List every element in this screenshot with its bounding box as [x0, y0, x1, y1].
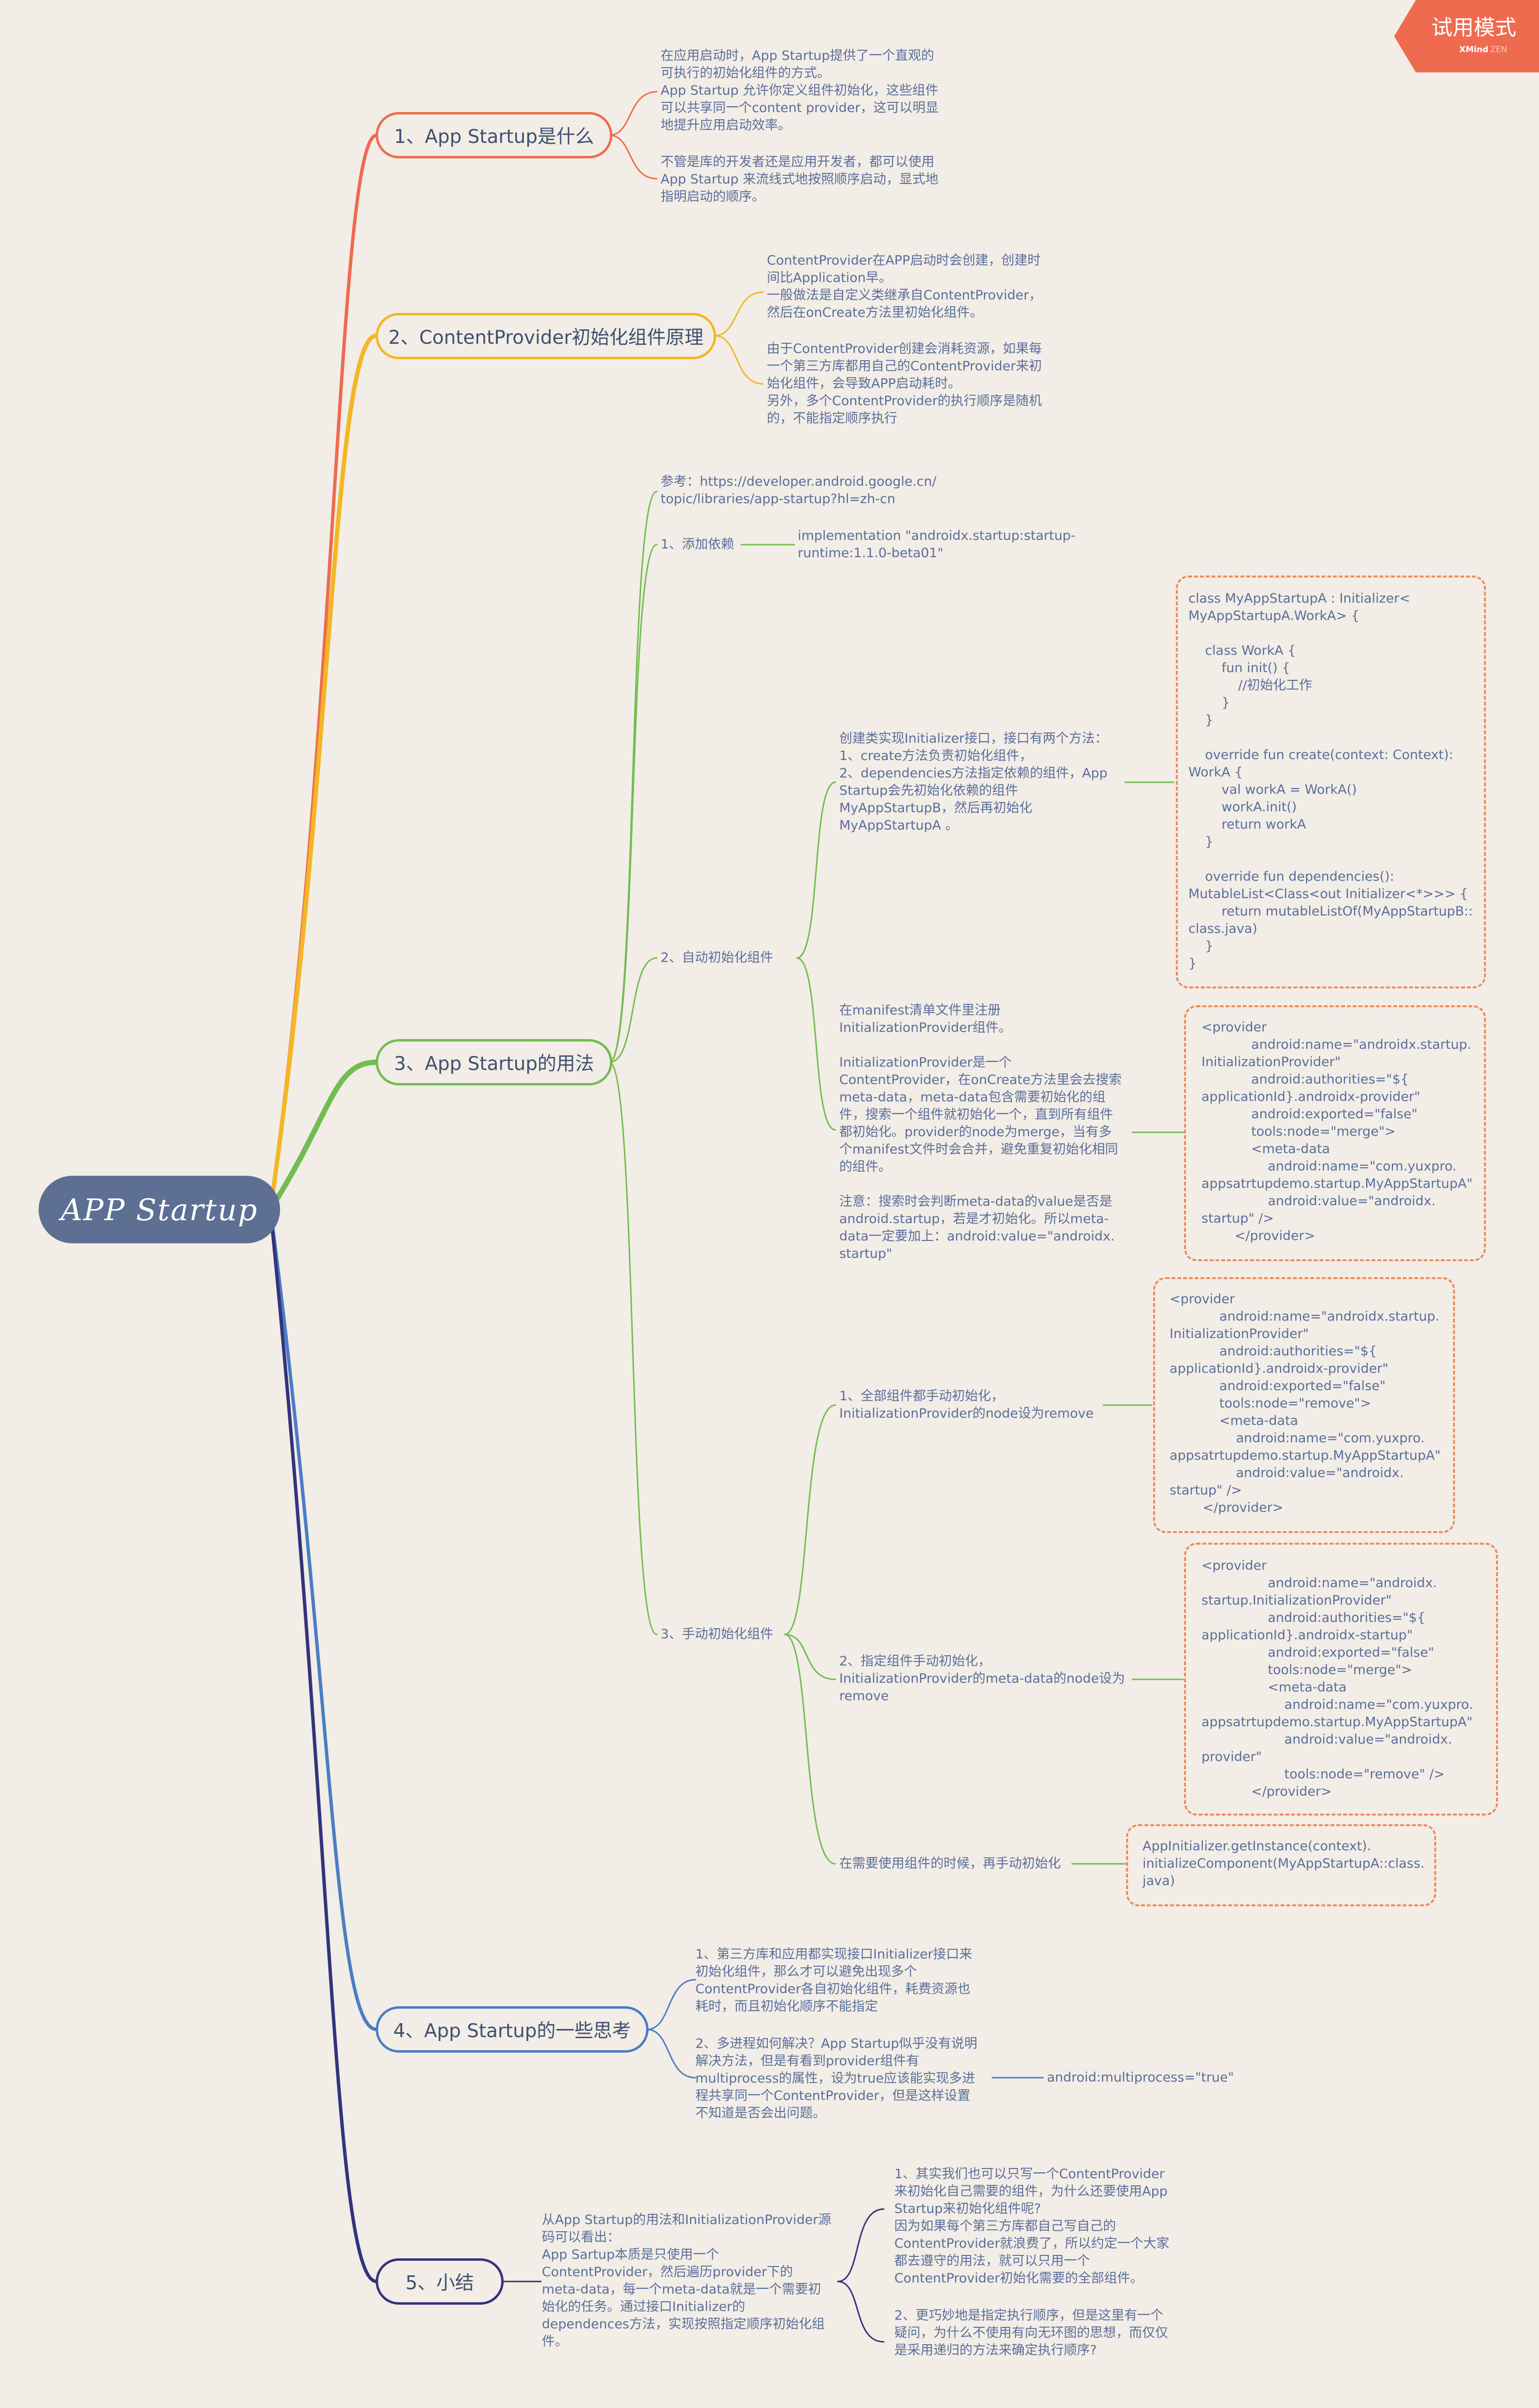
- b1-text-order: 不管是库的开发者还是应用开发者，都可以使用 App Startup 来流线式地按…: [661, 155, 939, 204]
- link-b3-manual: [608, 1061, 658, 1635]
- link-manual-desc2: [784, 1633, 836, 1680]
- b4-thought-initializer: 1、第三方库和应用都实现接口Initializer接口来 初始化组件，那么才可以…: [695, 1947, 973, 2014]
- link-manual-desc3: [784, 1633, 836, 1865]
- b2-text-create: ContentProvider在APP启动时会创建，创建时 间比Applicat…: [767, 253, 1042, 320]
- auto-init-code-initializer: class MyAppStartupA : Initializer< MyApp…: [1176, 576, 1486, 988]
- b2-text-cost: 由于ContentProvider创建会消耗资源，如果每 一个第三方库都用自己的…: [767, 341, 1042, 426]
- auto-init-desc-initializer: 创建类实现Initializer接口，接口有两个方法： 1、create方法负责…: [839, 731, 1108, 833]
- b5-point-order: 2、更巧妙地是指定执行顺序，但是这里有一个 疑问，为什么不使用有向无环图的思想，…: [894, 2308, 1168, 2358]
- manual-init-code-specific: <provider android:name="androidx. startu…: [1184, 1543, 1498, 1816]
- b3-add-dependency: 1、添加依赖: [661, 537, 734, 552]
- branch-summary[interactable]: 5、小结: [376, 2258, 504, 2305]
- link-auto-desc2: [796, 957, 836, 1131]
- trial-brand: XMind: [1459, 45, 1488, 55]
- auto-init-desc-manifest: 在manifest清单文件里注册 InitializationProvider组…: [839, 1003, 1122, 1261]
- link-b1-text2: [608, 134, 658, 180]
- b1-text-intro: 在应用启动时，App Startup提供了一个直观的 可执行的初始化组件的方式。…: [661, 48, 939, 133]
- link-b4-text1: [646, 1979, 696, 2030]
- link-root-b2: [268, 333, 379, 1212]
- root-node[interactable]: APP Startup: [39, 1176, 280, 1243]
- manual-init-desc-on-demand: 在需要使用组件的时候，再手动初始化: [839, 1856, 1061, 1871]
- manual-init-code-on-demand: AppInitializer.getInstance(context). ini…: [1126, 1824, 1436, 1906]
- link-auto-desc1: [796, 781, 836, 959]
- b4-multiprocess-value: android:multiprocess="true": [1047, 2070, 1234, 2085]
- link-b2-text2: [714, 335, 764, 385]
- b3-manual-init: 3、手动初始化组件: [661, 1627, 774, 1642]
- link-b1-text1: [608, 91, 658, 136]
- link-b3-dep: [608, 544, 658, 1063]
- link-root-b3: [268, 1059, 380, 1212]
- link-root-b5: [268, 1208, 379, 2283]
- branch-app-startup-usage[interactable]: 3、App Startup的用法: [376, 1039, 612, 1085]
- manual-init-code-all: <provider android:name="androidx.startup…: [1153, 1277, 1455, 1533]
- trial-mode-badge: 试用模式 XMind ZEN: [1394, 0, 1539, 72]
- link-summary-points: [837, 2208, 885, 2343]
- branch-contentprovider-principle[interactable]: 2、ContentProvider初始化组件原理: [376, 313, 716, 359]
- b3-reference-link[interactable]: 参考：https://developer.android.google.cn/ …: [661, 474, 937, 507]
- branch-app-startup-thoughts[interactable]: 4、App Startup的一些思考: [376, 2006, 649, 2053]
- manual-init-desc-all: 1、全部组件都手动初始化， InitializationProvider的nod…: [839, 1389, 1094, 1421]
- link-root-b4: [268, 1208, 379, 2031]
- auto-init-code-manifest: <provider android:name="androidx.startup…: [1184, 1005, 1486, 1261]
- b5-point-why: 1、其实我们也可以只写一个ContentProvider 来初始化自己需要的组件…: [894, 2167, 1170, 2286]
- link-b3-auto: [608, 957, 658, 1063]
- b5-summary-text: 从App Startup的用法和InitializationProvider源 …: [542, 2212, 832, 2349]
- link-b2-text1: [714, 291, 764, 337]
- link-manual-desc1: [784, 1404, 836, 1635]
- branch-what-is-app-startup[interactable]: 1、App Startup是什么: [376, 112, 612, 158]
- trial-edition: ZEN: [1490, 45, 1507, 55]
- b4-thought-multiprocess: 2、多进程如何解决？App Startup似乎没有说明 解决方法，但是有看到pr…: [695, 2036, 977, 2121]
- b3-auto-init: 2、自动初始化组件: [661, 950, 774, 965]
- trial-mode-label: 试用模式: [1431, 15, 1516, 40]
- manual-init-desc-specific: 2、指定组件手动初始化， InitializationProvider的meta…: [839, 1654, 1125, 1704]
- link-b4-text2: [646, 2028, 696, 2079]
- b3-dependency-value: implementation "androidx.startup:startup…: [798, 528, 1076, 561]
